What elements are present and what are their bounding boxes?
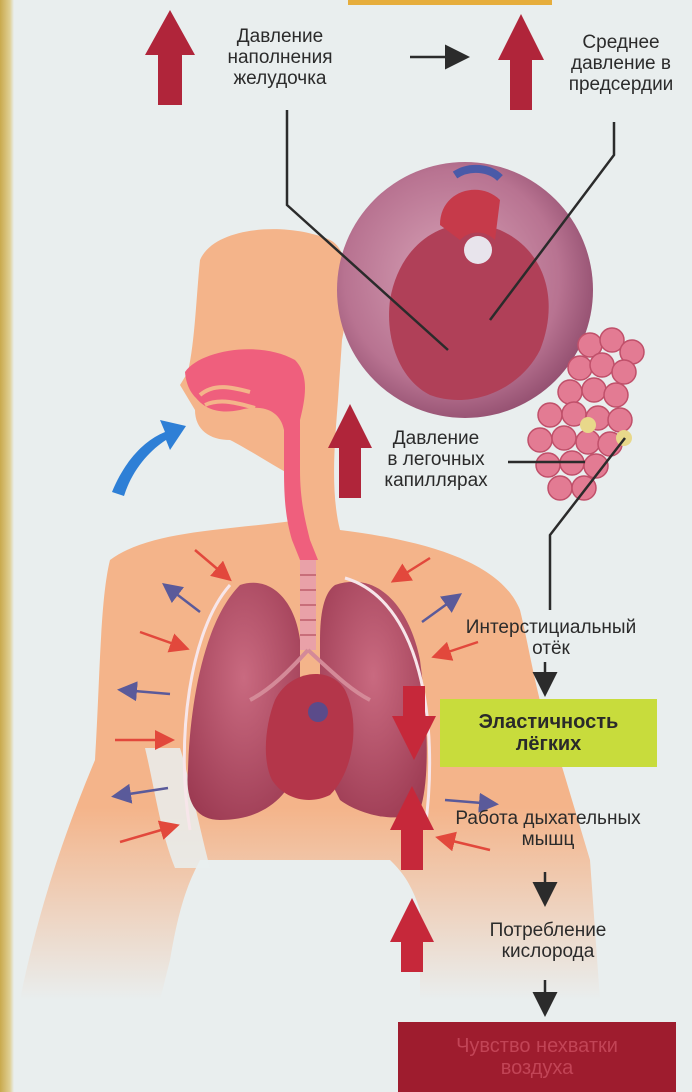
heart-magnified-valve xyxy=(464,236,492,264)
label-atrial-pressure: Среднее давление в предсердии xyxy=(548,32,692,95)
up-arrow-filling xyxy=(145,10,195,105)
page-left-edge xyxy=(0,0,14,1092)
dyspnea-box: Чувство нехватки воздуха xyxy=(398,1022,676,1092)
label-muscle-work: Работа дыхательных мышц xyxy=(428,808,668,850)
heart-small-aorta xyxy=(308,702,328,722)
inhale-arrow xyxy=(112,420,186,496)
alveolus-highlight xyxy=(580,417,596,433)
up-arrow-atrial xyxy=(498,14,544,110)
label-capillary-pressure: Давление в легочных капиллярах xyxy=(366,428,506,491)
label-ventricular-filling: Давление наполнения желудочка xyxy=(200,26,360,89)
top-banner-edge xyxy=(348,0,552,5)
elasticity-box: Эластичность лёгких xyxy=(440,699,657,767)
label-edema: Интерстициальный отёк xyxy=(434,617,668,659)
label-oxygen: Потребление кислорода xyxy=(468,920,628,962)
